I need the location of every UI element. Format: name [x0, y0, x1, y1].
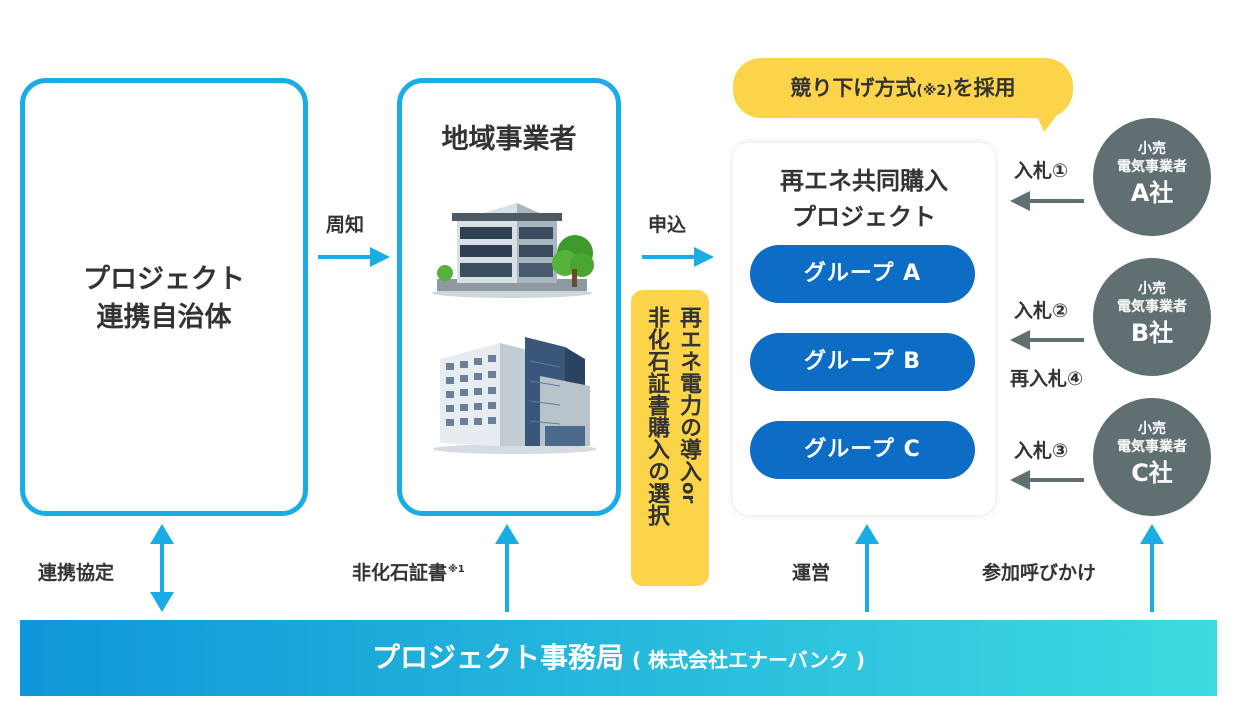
project-office-bar: プロジェクト事務局( 株式会社エナーバンク ) [20, 620, 1217, 696]
group-c[interactable]: グループ C [750, 421, 975, 479]
apply-label: 申込 [648, 214, 687, 236]
retailer-c-circle: 小売電気事業者 C社 [1093, 398, 1211, 516]
partner-municipality-title: プロジェクト 連携自治体 [83, 264, 245, 333]
bidding-method-bubble: 競り下げ方式(※2)を採用 [733, 58, 1073, 118]
bid1-arrow [1010, 191, 1084, 211]
rebid4-label: 再入札④ [1010, 368, 1084, 390]
group-b[interactable]: グループ B [750, 333, 975, 391]
partnership-label: 連携協定 [38, 562, 115, 584]
certificate-arrow [495, 524, 519, 612]
joint-purchase-project-box: 再エネ共同購入 プロジェクト グループ A グループ B グループ C [733, 143, 995, 515]
partnership-double-arrow [150, 524, 174, 612]
notify-label: 周知 [326, 214, 365, 236]
call-label: 参加呼びかけ [982, 562, 1097, 584]
bid1-label: 入札① [1014, 160, 1069, 182]
bid3-label: 入札③ [1014, 440, 1069, 462]
bubble-pointer [1036, 114, 1058, 132]
apply-arrow [642, 247, 714, 267]
selection-note: 再エネ電力の導入or 非化石証書購入の選択 [631, 290, 709, 586]
call-arrow [1140, 524, 1164, 612]
bid3-arrow [1010, 470, 1084, 490]
operation-label: 運営 [792, 562, 831, 584]
local-business-title: 地域事業者 [441, 124, 577, 155]
retailer-b-circle: 小売電気事業者 B社 [1093, 258, 1211, 376]
bid2-label: 入札② [1014, 300, 1069, 322]
office-building-icon [432, 203, 594, 298]
partner-municipality-box: プロジェクト 連携自治体 [20, 78, 308, 516]
bid2-arrow [1010, 330, 1084, 350]
tower-building-icon [433, 337, 597, 454]
group-a[interactable]: グループ A [750, 245, 975, 303]
certificate-label: 非化石証書※1 [352, 562, 465, 584]
project-title: 再エネ共同購入 プロジェクト [780, 167, 948, 231]
retailer-a-circle: 小売電気事業者 A社 [1093, 118, 1211, 236]
local-business-box: 地域事業者 [397, 78, 621, 516]
notify-arrow [318, 247, 390, 267]
operation-arrow [855, 524, 879, 612]
